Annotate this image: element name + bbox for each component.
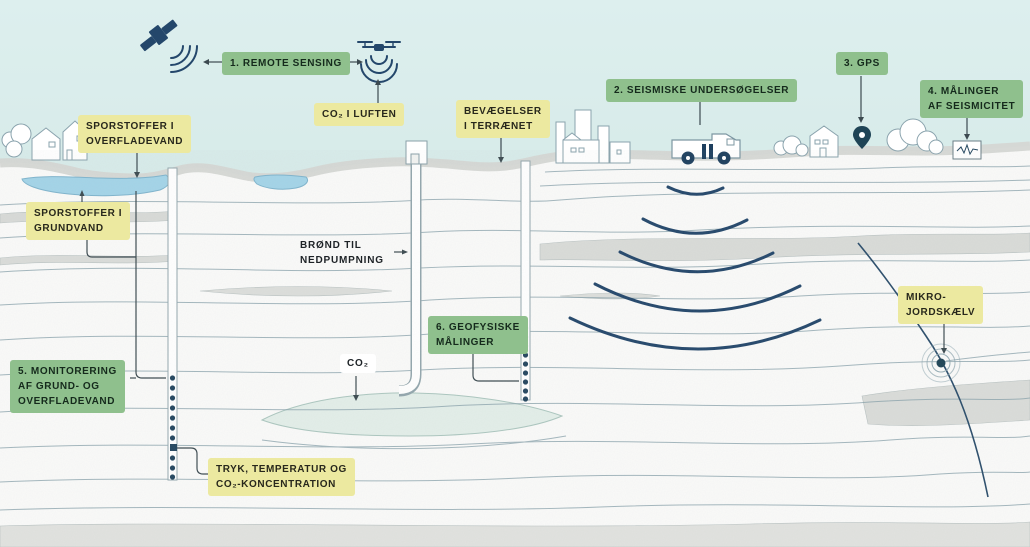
map-pin-icon: [853, 126, 871, 149]
label-terrain-movement: BEVÆGELSER I TERRÆNET: [456, 100, 550, 138]
label-gps: 3. GPS: [836, 52, 888, 75]
label-tracers-surface-water: SPORSTOFFER I OVERFLADEVAND: [78, 115, 192, 153]
label-tracers-groundwater: SPORSTOFFER I GRUNDVAND: [26, 202, 131, 240]
label-co2-plume: CO₂: [340, 354, 376, 373]
label-micro-quake: MIKRO- JORDSKÆLV: [898, 286, 984, 324]
label-seismic-surveys: 2. SEISMISKE UNDERSØGELSER: [606, 79, 798, 102]
satellite-icon: [140, 19, 178, 52]
tree-icon: [886, 118, 944, 155]
signal-waves-icon: [360, 55, 398, 83]
label-geophysical: 6. GEOFYSISKE MÅLINGER: [428, 316, 528, 354]
label-seismicity: 4. MÅLINGER AF SEISMICITET: [920, 80, 1024, 118]
label-pressure-temp: TRYK, TEMPERATUR OG CO₂-KONCENTRATION: [208, 458, 355, 496]
label-co2-in-air: CO₂ I LUFTEN: [314, 103, 405, 126]
signal-waves-icon: [170, 45, 198, 73]
tree-icon: [1, 123, 32, 158]
label-remote-sensing: 1. REMOTE SENSING: [222, 52, 350, 75]
drone-icon: [357, 41, 401, 51]
label-water-monitoring: 5. MONITORERING AF GRUND- OG OVERFLADEVA…: [10, 360, 125, 413]
label-injection-well: BRØND TIL NEDPUMPNING: [300, 240, 384, 266]
